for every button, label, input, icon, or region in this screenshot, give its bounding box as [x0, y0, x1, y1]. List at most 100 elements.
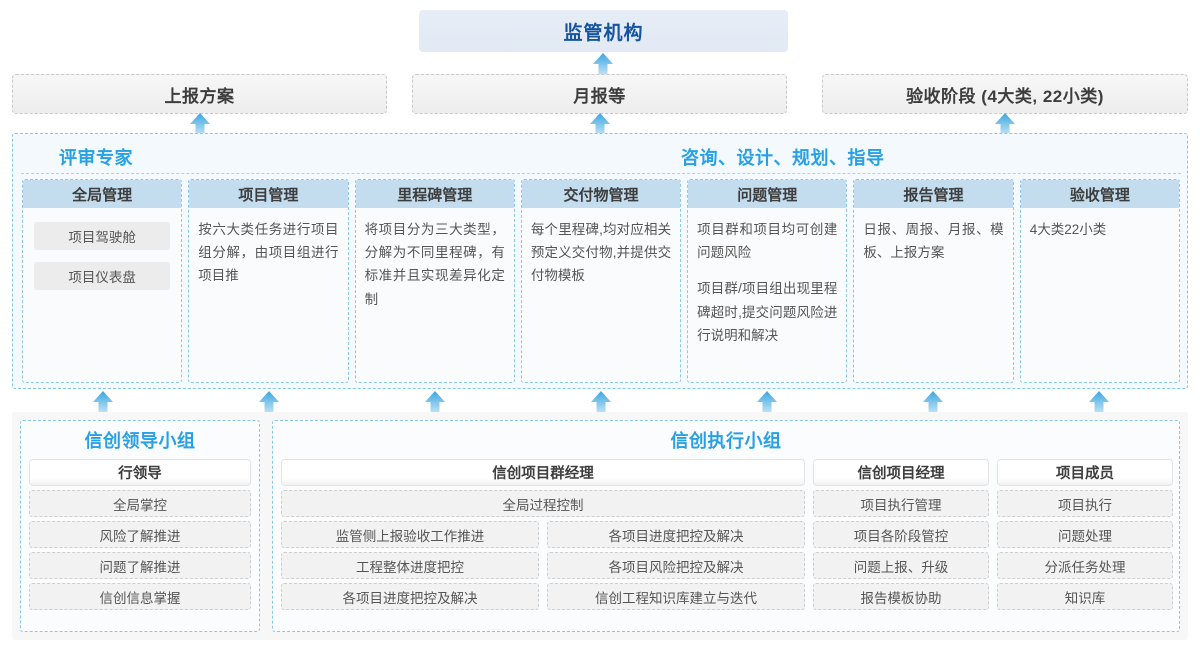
banner-label-consulting: 咨询、设计、规划、指导 [681, 148, 885, 168]
capability-column-project[interactable]: 项目管理 按六大类任务进行项目组分解，由项目组进行项目推 [188, 179, 349, 383]
column-paragraph: 项目群/项目组出现里程碑超时,提交问题风险进行说明和解决 [697, 281, 838, 343]
task-grid-left-col: 监管侧上报验收工作推进 工程整体进度把控 各项目进度把控及解决 [281, 521, 539, 610]
task-item[interactable]: 信创工程知识库建立与迭代 [547, 583, 805, 610]
report-box-label: 上报方案 [164, 86, 235, 106]
organization-panel: 信创领导小组 行领导 全局掌控 风险了解推进 问题了解推进 信创信息掌握 信创执… [12, 412, 1188, 640]
column-header-label: 报告管理 [903, 186, 964, 204]
column-body: 每个里程碑,均对应相关预定义交付物,并提供交付物模板 [522, 208, 680, 382]
role-header: 行领导 [29, 459, 251, 486]
platform-banner: 评审专家 咨询、设计、规划、指导 [21, 140, 1181, 174]
platform-capability-panel: 评审专家 咨询、设计、规划、指导 全局管理 项目驾驶舱 项目仪表盘 项目管理 [12, 133, 1188, 389]
up-arrow-icon [589, 112, 611, 138]
column-body: 将项目分为三大类型，分解为不同里程碑，有标准并且实现差异化定制 [356, 208, 514, 382]
task-item[interactable]: 知识库 [997, 583, 1173, 610]
capability-column-deliverable[interactable]: 交付物管理 每个里程碑,均对应相关预定义交付物,并提供交付物模板 [520, 179, 682, 383]
report-box-acceptance[interactable]: 验收阶段 (4大类, 22小类) [822, 74, 1188, 114]
banner-label-review-experts: 评审专家 [59, 148, 133, 168]
column-header-label: 全局管理 [72, 186, 133, 204]
report-box-label: 月报等 [573, 86, 626, 106]
org-group-execution: 信创执行小组 信创项目群经理 全局过程控制 监管侧上报验收工作推进 工程整体进度… [272, 420, 1180, 632]
task-item[interactable]: 各项目风险把控及解决 [547, 552, 805, 579]
column-header-label: 项目管理 [238, 186, 299, 204]
column-body: 项目驾驶舱 项目仪表盘 [23, 208, 181, 382]
role-header-label: 信创项目群经理 [492, 466, 594, 482]
task-item[interactable]: 监管侧上报验收工作推进 [281, 521, 539, 548]
task-item[interactable]: 风险了解推进 [29, 521, 251, 548]
task-item[interactable]: 分派任务处理 [997, 552, 1173, 579]
capability-pill[interactable]: 项目仪表盘 [34, 262, 171, 290]
capability-column-global[interactable]: 全局管理 项目驾驶舱 项目仪表盘 [22, 179, 183, 383]
up-arrow-icon [756, 390, 778, 416]
task-item[interactable]: 问题上报、升级 [813, 552, 989, 579]
up-arrow-icon [92, 390, 114, 416]
role-header: 信创项目经理 [813, 459, 989, 486]
report-box-monthly[interactable]: 月报等 [412, 74, 787, 114]
column-paragraph: 将项目分为三大类型，分解为不同里程碑，有标准并且实现差异化定制 [364, 222, 505, 307]
up-arrow-icon [1088, 390, 1110, 416]
role-column-project-manager: 信创项目经理 项目执行管理 项目各阶段管控 问题上报、升级 报告模板协助 [813, 459, 989, 623]
column-header: 验收管理 [1020, 180, 1179, 208]
column-header: 里程碑管理 [355, 180, 514, 208]
capability-column-acceptance[interactable]: 验收管理 4大类22小类 [1019, 179, 1180, 383]
column-header-label: 问题管理 [737, 186, 798, 204]
task-item-wide[interactable]: 全局过程控制 [281, 490, 805, 517]
capability-pill[interactable]: 项目驾驶舱 [34, 222, 171, 250]
regulator-label: 监管机构 [563, 22, 644, 44]
task-item[interactable]: 项目执行 [997, 490, 1173, 517]
column-body: 4大类22小类 [1021, 208, 1179, 382]
role-column-bank-leader: 行领导 全局掌控 风险了解推进 问题了解推进 信创信息掌握 [29, 459, 251, 623]
org-group-title: 信创执行小组 [670, 431, 782, 451]
role-header: 信创项目群经理 [281, 459, 805, 486]
capability-columns: 全局管理 项目驾驶舱 项目仪表盘 项目管理 按六大类任务进行项目组分解，由项目组… [22, 179, 1180, 383]
column-paragraph: 4大类22小类 [1029, 222, 1107, 237]
column-body: 按六大类任务进行项目组分解，由项目组进行项目推 [189, 208, 347, 382]
report-box-label: 验收阶段 (4大类, 22小类) [906, 86, 1104, 106]
up-arrow-icon [424, 390, 446, 416]
task-item[interactable]: 全局掌控 [29, 490, 251, 517]
column-header-label: 验收管理 [1069, 186, 1130, 204]
task-item[interactable]: 项目执行管理 [813, 490, 989, 517]
column-header: 项目管理 [189, 180, 348, 208]
up-arrow-icon [922, 390, 944, 416]
capability-column-report[interactable]: 报告管理 日报、周报、月报、模板、上报方案 [853, 179, 1014, 383]
column-body: 日报、周报、月报、模板、上报方案 [854, 208, 1012, 382]
task-grid: 监管侧上报验收工作推进 工程整体进度把控 各项目进度把控及解决 各项目进度把控及… [281, 521, 805, 610]
column-body: 项目群和项目均可创建问题风险 项目群/项目组出现里程碑超时,提交问题风险进行说明… [688, 208, 846, 382]
column-header-label: 里程碑管理 [397, 186, 473, 204]
column-header: 报告管理 [854, 180, 1013, 208]
task-item[interactable]: 问题了解推进 [29, 552, 251, 579]
up-arrow-icon [258, 390, 280, 416]
role-header-label: 项目成员 [1056, 466, 1114, 482]
org-group-title: 信创领导小组 [84, 431, 196, 451]
up-arrow-icon [189, 112, 211, 138]
task-item[interactable]: 各项目进度把控及解决 [547, 521, 805, 548]
regulator-box: 监管机构 [419, 10, 788, 52]
task-item[interactable]: 工程整体进度把控 [281, 552, 539, 579]
column-paragraph: 按六大类任务进行项目组分解，由项目组进行项目推 [198, 222, 339, 284]
up-arrow-icon [592, 52, 614, 78]
task-item[interactable]: 各项目进度把控及解决 [281, 583, 539, 610]
capability-column-milestone[interactable]: 里程碑管理 将项目分为三大类型，分解为不同里程碑，有标准并且实现差异化定制 [354, 179, 515, 383]
org-group-leadership: 信创领导小组 行领导 全局掌控 风险了解推进 问题了解推进 信创信息掌握 [20, 420, 260, 632]
column-header: 问题管理 [688, 180, 847, 208]
column-header: 交付物管理 [521, 180, 681, 208]
column-paragraph: 日报、周报、月报、模板、上报方案 [863, 222, 1004, 261]
up-arrow-icon [590, 390, 612, 416]
task-item[interactable]: 问题处理 [997, 521, 1173, 548]
role-column-project-member: 项目成员 项目执行 问题处理 分派任务处理 知识库 [997, 459, 1173, 623]
role-columns: 信创项目群经理 全局过程控制 监管侧上报验收工作推进 工程整体进度把控 各项目进… [281, 459, 1173, 623]
role-header-label: 信创项目经理 [857, 466, 945, 482]
up-arrow-icon [994, 112, 1016, 138]
column-paragraph: 项目群和项目均可创建问题风险 [697, 222, 838, 261]
report-box-plan[interactable]: 上报方案 [12, 74, 387, 114]
task-item[interactable]: 信创信息掌握 [29, 583, 251, 610]
role-columns: 行领导 全局掌控 风险了解推进 问题了解推进 信创信息掌握 [29, 459, 251, 623]
role-header-label: 行领导 [118, 466, 162, 482]
task-item[interactable]: 项目各阶段管控 [813, 521, 989, 548]
column-header-label: 交付物管理 [563, 186, 639, 204]
task-item[interactable]: 报告模板协助 [813, 583, 989, 610]
capability-column-issue[interactable]: 问题管理 项目群和项目均可创建问题风险 项目群/项目组出现里程碑超时,提交问题风… [687, 179, 848, 383]
role-header: 项目成员 [997, 459, 1173, 486]
role-column-program-manager: 信创项目群经理 全局过程控制 监管侧上报验收工作推进 工程整体进度把控 各项目进… [281, 459, 805, 623]
